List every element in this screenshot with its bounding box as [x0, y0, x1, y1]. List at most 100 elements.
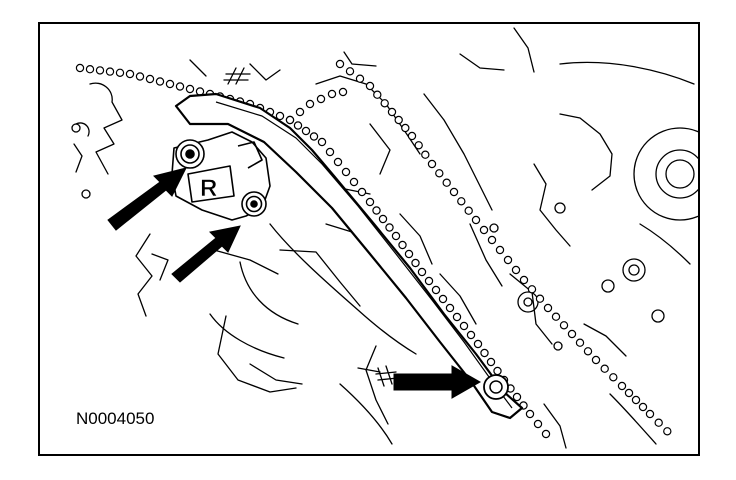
- chain-link: [155, 77, 165, 86]
- chain-link: [391, 231, 401, 241]
- chain-link: [457, 197, 466, 206]
- chain-link: [551, 312, 561, 321]
- crank-sprocket: [633, 127, 698, 221]
- chain-link: [115, 68, 125, 78]
- chain-link: [519, 275, 529, 285]
- chain-link: [355, 74, 365, 83]
- chain-link: [503, 255, 513, 265]
- chain-link: [600, 364, 609, 373]
- chain-link: [583, 347, 593, 356]
- chain-link: [407, 131, 417, 141]
- solid-arrow-icon: [107, 167, 187, 231]
- chain-link: [575, 338, 585, 347]
- chain-link: [487, 235, 497, 245]
- chain-link: [567, 329, 577, 339]
- chain-link: [357, 187, 367, 197]
- chain-link: [535, 294, 545, 303]
- diagram-frame: R N0004050: [38, 22, 700, 456]
- chain-link: [438, 294, 448, 304]
- chain-link: [85, 65, 95, 74]
- chain-link: [435, 169, 444, 178]
- chain-link: [401, 123, 410, 133]
- chain-link: [609, 373, 618, 382]
- chain-link: [378, 214, 388, 224]
- chain-tensioner: R: [171, 131, 271, 221]
- chain-link: [387, 107, 397, 117]
- chain-link: [442, 178, 451, 187]
- tensioner-mark: R: [200, 175, 217, 202]
- chain-link: [327, 89, 337, 99]
- chain-link: [424, 276, 434, 286]
- timing-chain: [75, 59, 672, 439]
- chain-link: [414, 141, 423, 150]
- chain-link: [285, 115, 295, 125]
- chain-link: [365, 81, 375, 91]
- chain-link: [373, 90, 382, 99]
- chain-link: [411, 258, 420, 268]
- chain-link: [541, 429, 551, 439]
- chain-link: [466, 330, 476, 340]
- chain-link: [333, 157, 343, 167]
- chain-link: [125, 69, 135, 79]
- chain-link: [525, 409, 535, 419]
- chain-guide: [174, 92, 524, 420]
- chain-link: [295, 107, 305, 117]
- chain-link: [479, 225, 489, 235]
- solid-arrow-icon: [171, 225, 241, 283]
- chain-link: [398, 240, 407, 250]
- chain-link: [365, 197, 375, 207]
- chain-link: [480, 348, 489, 358]
- chain-link: [293, 121, 303, 130]
- chain-link: [449, 187, 459, 197]
- chain-link: [95, 66, 105, 75]
- hatch-marks: [223, 67, 399, 387]
- chain-link: [511, 265, 521, 275]
- chain-link: [380, 99, 389, 108]
- chain-link: [445, 303, 455, 313]
- chain-link: [335, 59, 345, 69]
- chain-link: [543, 303, 553, 313]
- chain-link: [459, 321, 469, 331]
- chain-link: [394, 115, 403, 125]
- chain-link: [663, 427, 672, 436]
- chain-link: [654, 418, 663, 427]
- chain-link: [385, 223, 394, 232]
- chain-link: [338, 87, 348, 97]
- chain-link: [486, 357, 496, 367]
- chain-link: [452, 312, 462, 322]
- chain-link: [145, 74, 155, 84]
- chain-link: [512, 392, 522, 402]
- chain-link: [559, 321, 569, 330]
- chain-link: [275, 111, 285, 121]
- chain-link: [473, 339, 483, 349]
- chain-link: [638, 402, 648, 412]
- figure-id: N0004050: [76, 409, 154, 428]
- chain-link: [305, 99, 315, 109]
- chain-link: [421, 150, 430, 159]
- chain-link: [341, 167, 351, 177]
- chain-link: [645, 409, 655, 419]
- chain-link: [309, 132, 319, 141]
- chain-link: [533, 419, 543, 429]
- chain-link: [325, 147, 335, 157]
- chain-link: [165, 79, 175, 89]
- chain-link: [349, 177, 359, 187]
- chain-link: [527, 285, 537, 294]
- chain-link: [316, 94, 326, 104]
- chain-link: [624, 388, 634, 398]
- solid-arrow-icon: [393, 365, 482, 399]
- chain-link: [591, 355, 601, 365]
- chain-link: [185, 84, 195, 94]
- chain-link: [75, 63, 85, 73]
- chain-link: [431, 285, 441, 295]
- chain-link: [135, 72, 145, 81]
- chain-link: [417, 267, 427, 277]
- chain-link: [105, 67, 115, 76]
- chain-link: [301, 126, 311, 136]
- chain-link: [372, 206, 381, 215]
- chain-link: [427, 159, 437, 169]
- chain-link: [175, 82, 185, 91]
- timing-chain-illustration: R N0004050: [71, 27, 698, 449]
- chain-link: [495, 245, 505, 255]
- chain-link: [631, 395, 641, 405]
